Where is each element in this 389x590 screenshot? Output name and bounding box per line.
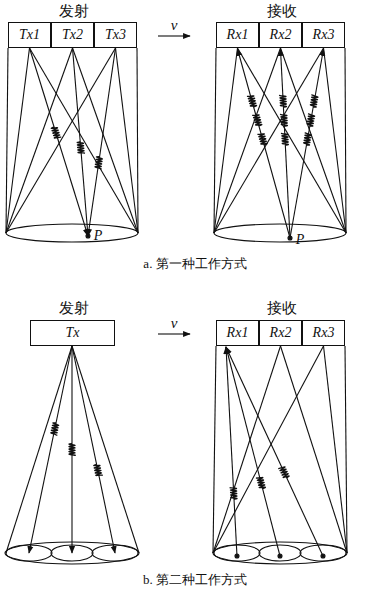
beam-line bbox=[345, 48, 346, 233]
figure-label: a. 第一种工作方式 bbox=[143, 255, 246, 273]
beam-line bbox=[137, 48, 138, 233]
beam-line bbox=[6, 48, 116, 233]
wave-packet bbox=[256, 478, 265, 489]
beam-line bbox=[281, 346, 348, 553]
array-element: Rx2 bbox=[259, 22, 302, 48]
figure-label: b. 第二种工作方式 bbox=[143, 571, 247, 589]
beam-line bbox=[6, 346, 72, 553]
figure-label: P bbox=[94, 228, 103, 244]
element-label: Rx1 bbox=[227, 325, 249, 341]
wave-packet bbox=[94, 464, 103, 475]
beam-line bbox=[214, 48, 324, 233]
array-element: Rx3 bbox=[302, 320, 345, 346]
figure-label: 发射 bbox=[59, 2, 89, 21]
footprint-ellipse bbox=[214, 224, 346, 242]
figure-label: v bbox=[171, 315, 178, 332]
beam-line bbox=[30, 48, 139, 233]
element-label: Rx3 bbox=[313, 325, 335, 341]
wave-packet bbox=[281, 133, 288, 145]
wave-packet bbox=[230, 488, 237, 500]
beam-line bbox=[6, 48, 30, 233]
element-label: Tx bbox=[66, 325, 80, 341]
beam-line bbox=[6, 48, 73, 233]
element-label: Tx2 bbox=[62, 27, 83, 43]
footprint-ellipse bbox=[259, 545, 301, 561]
footprint-ellipse bbox=[213, 542, 347, 564]
element-label: Rx3 bbox=[313, 27, 335, 43]
array-element: Tx3 bbox=[94, 22, 137, 48]
wave-packet bbox=[95, 157, 102, 169]
beam-line bbox=[6, 48, 8, 233]
wave-packet bbox=[310, 95, 318, 108]
beam-line bbox=[226, 347, 237, 556]
beam-line bbox=[324, 48, 347, 233]
beam-line bbox=[324, 346, 348, 553]
wave-packet bbox=[247, 96, 257, 107]
wave-packet bbox=[278, 467, 289, 478]
beam-line bbox=[73, 48, 139, 233]
beam-line bbox=[88, 48, 116, 236]
beam-line bbox=[73, 48, 89, 236]
beam-line bbox=[214, 48, 281, 233]
beam-line bbox=[214, 48, 216, 233]
element-label: Rx1 bbox=[227, 27, 249, 43]
beam-line bbox=[226, 347, 323, 556]
wave-packet bbox=[51, 423, 59, 436]
array-element: Rx3 bbox=[302, 22, 345, 48]
array-element: Tx bbox=[30, 320, 115, 346]
wave-packet bbox=[77, 142, 85, 154]
figure-label: v bbox=[171, 17, 178, 34]
array-element: Tx2 bbox=[51, 22, 94, 48]
beam-line bbox=[281, 49, 291, 238]
wave-packet bbox=[307, 114, 315, 127]
beam-line bbox=[213, 346, 281, 553]
beam-line bbox=[213, 346, 216, 553]
velocity-arrow bbox=[158, 333, 190, 334]
beam-line bbox=[238, 49, 291, 238]
beam-line bbox=[290, 49, 324, 238]
array-element: Rx1 bbox=[216, 320, 259, 346]
wave-packet bbox=[279, 95, 286, 107]
array-element: Rx1 bbox=[216, 22, 259, 48]
beam-line bbox=[226, 347, 280, 556]
figure-label: 发射 bbox=[59, 299, 89, 318]
figure-label: 接收 bbox=[267, 299, 297, 318]
footprint-ellipse bbox=[6, 224, 138, 242]
beam-line bbox=[72, 346, 115, 553]
beam-line bbox=[116, 48, 139, 233]
velocity-arrow bbox=[158, 35, 190, 36]
beam-line bbox=[345, 346, 347, 553]
beam-line bbox=[238, 48, 347, 233]
beam-line bbox=[72, 346, 139, 553]
wave-packet bbox=[304, 133, 312, 146]
beam-line bbox=[214, 48, 238, 233]
footprint-ellipse bbox=[300, 545, 346, 561]
figure-label: 接收 bbox=[267, 2, 297, 21]
element-label: Tx3 bbox=[105, 27, 126, 43]
element-label: Rx2 bbox=[270, 27, 292, 43]
element-label: Rx2 bbox=[270, 325, 292, 341]
beam-line bbox=[29, 346, 72, 553]
wave-packet bbox=[257, 134, 267, 145]
beam-line bbox=[281, 48, 347, 233]
array-element: Rx2 bbox=[259, 320, 302, 346]
element-label: Tx1 bbox=[19, 27, 40, 43]
wave-packet bbox=[69, 444, 76, 456]
array-element: Tx1 bbox=[8, 22, 51, 48]
target-point bbox=[288, 236, 292, 240]
wave-packet bbox=[51, 127, 61, 138]
figure-label: P bbox=[296, 232, 305, 248]
target-point bbox=[86, 234, 90, 238]
